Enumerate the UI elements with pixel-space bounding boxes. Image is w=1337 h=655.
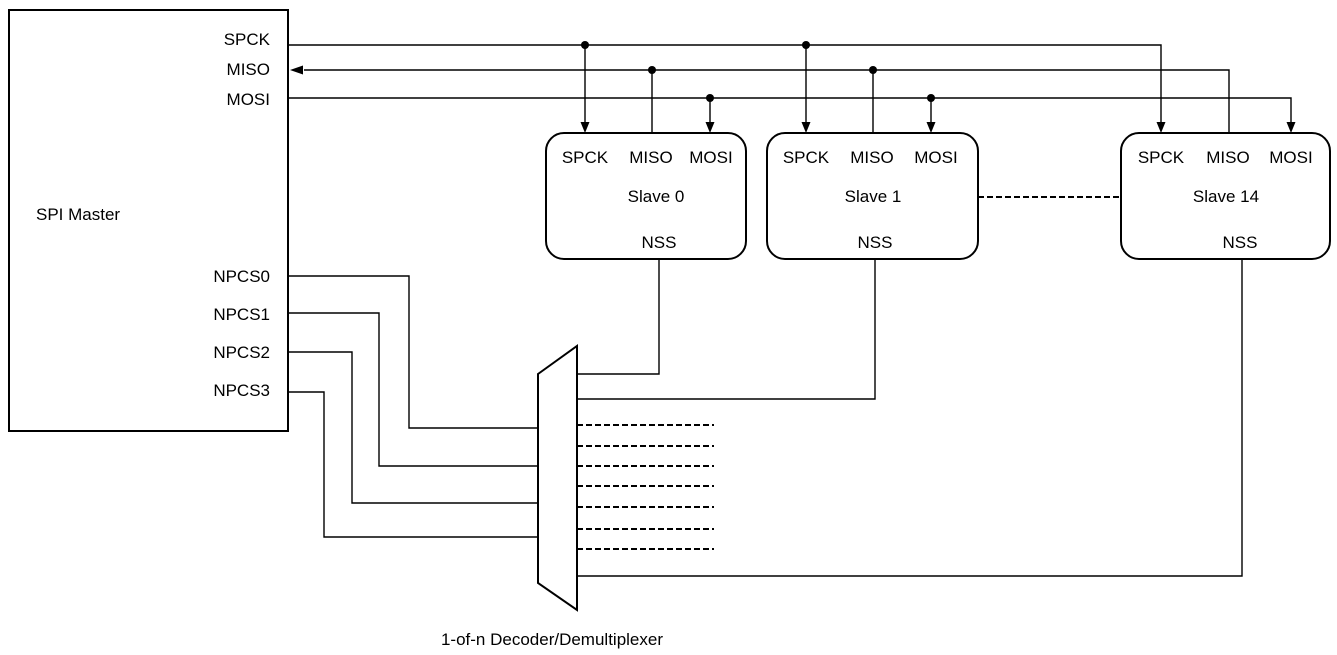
- npcs0-wire: [288, 275, 538, 429]
- slave0-nss-wire: [577, 259, 660, 375]
- decoder-demux-shape: [537, 344, 578, 612]
- slave1-mosi-junction: [927, 94, 935, 102]
- slave0-spck-arrowhead: [580, 122, 590, 133]
- slave0-name: Slave 0: [628, 187, 685, 206]
- slave1-miso-label: MISO: [850, 148, 893, 167]
- npcs2-wire: [288, 351, 538, 504]
- mosi-bus-line: [288, 97, 1292, 122]
- slave14-nss-wire: [577, 259, 1243, 577]
- master-spck-label: SPCK: [224, 30, 271, 49]
- slave1-miso-junction: [869, 66, 877, 74]
- slave14-mosi-label: MOSI: [1269, 148, 1312, 167]
- master-npcs1-label: NPCS1: [213, 305, 270, 324]
- slave0-mosi-arrowhead: [705, 122, 715, 133]
- master-miso-label: MISO: [227, 60, 270, 79]
- slave0-mosi-junction: [706, 94, 714, 102]
- slave1-mosi-arrowhead: [926, 122, 936, 133]
- master-npcs0-label: NPCS0: [213, 267, 270, 286]
- slave0-miso-label: MISO: [629, 148, 672, 167]
- slave14-name: Slave 14: [1193, 187, 1259, 206]
- slave0-spck-label: SPCK: [562, 148, 609, 167]
- spi-master-label: SPI Master: [36, 205, 120, 224]
- slave1-mosi-label: MOSI: [914, 148, 957, 167]
- slave1-spck-label: SPCK: [783, 148, 830, 167]
- npcs1-wire: [288, 312, 538, 467]
- slave14-box: [1120, 132, 1331, 260]
- slave0-nss-label: NSS: [642, 233, 677, 252]
- slave0-miso-junction: [648, 66, 656, 74]
- master-npcs3-label: NPCS3: [213, 381, 270, 400]
- miso-arrowhead-master: [290, 65, 303, 75]
- spck-bus-line: [288, 44, 1162, 122]
- npcs3-wire: [288, 391, 538, 538]
- decoder-label: 1-of-n Decoder/Demultiplexer: [441, 630, 663, 649]
- slave1-nss-wire: [577, 259, 876, 400]
- slave1-spck-junction: [802, 41, 810, 49]
- slave14-miso-label: MISO: [1206, 148, 1249, 167]
- slave1-name: Slave 1: [845, 187, 902, 206]
- spi-master-box: [8, 9, 289, 432]
- slave14-mosi-arrowhead: [1286, 122, 1296, 133]
- slave14-spck-label: SPCK: [1138, 148, 1185, 167]
- master-mosi-label: MOSI: [227, 90, 270, 109]
- slave14-spck-arrowhead: [1156, 122, 1166, 133]
- slave1-nss-label: NSS: [858, 233, 893, 252]
- slave0-box: [545, 132, 747, 260]
- slave1-spck-arrowhead: [801, 122, 811, 133]
- slave14-nss-label: NSS: [1223, 233, 1258, 252]
- slave0-mosi-label: MOSI: [689, 148, 732, 167]
- slave0-spck-junction: [581, 41, 589, 49]
- master-npcs2-label: NPCS2: [213, 343, 270, 362]
- miso-bus-line: [304, 69, 1230, 133]
